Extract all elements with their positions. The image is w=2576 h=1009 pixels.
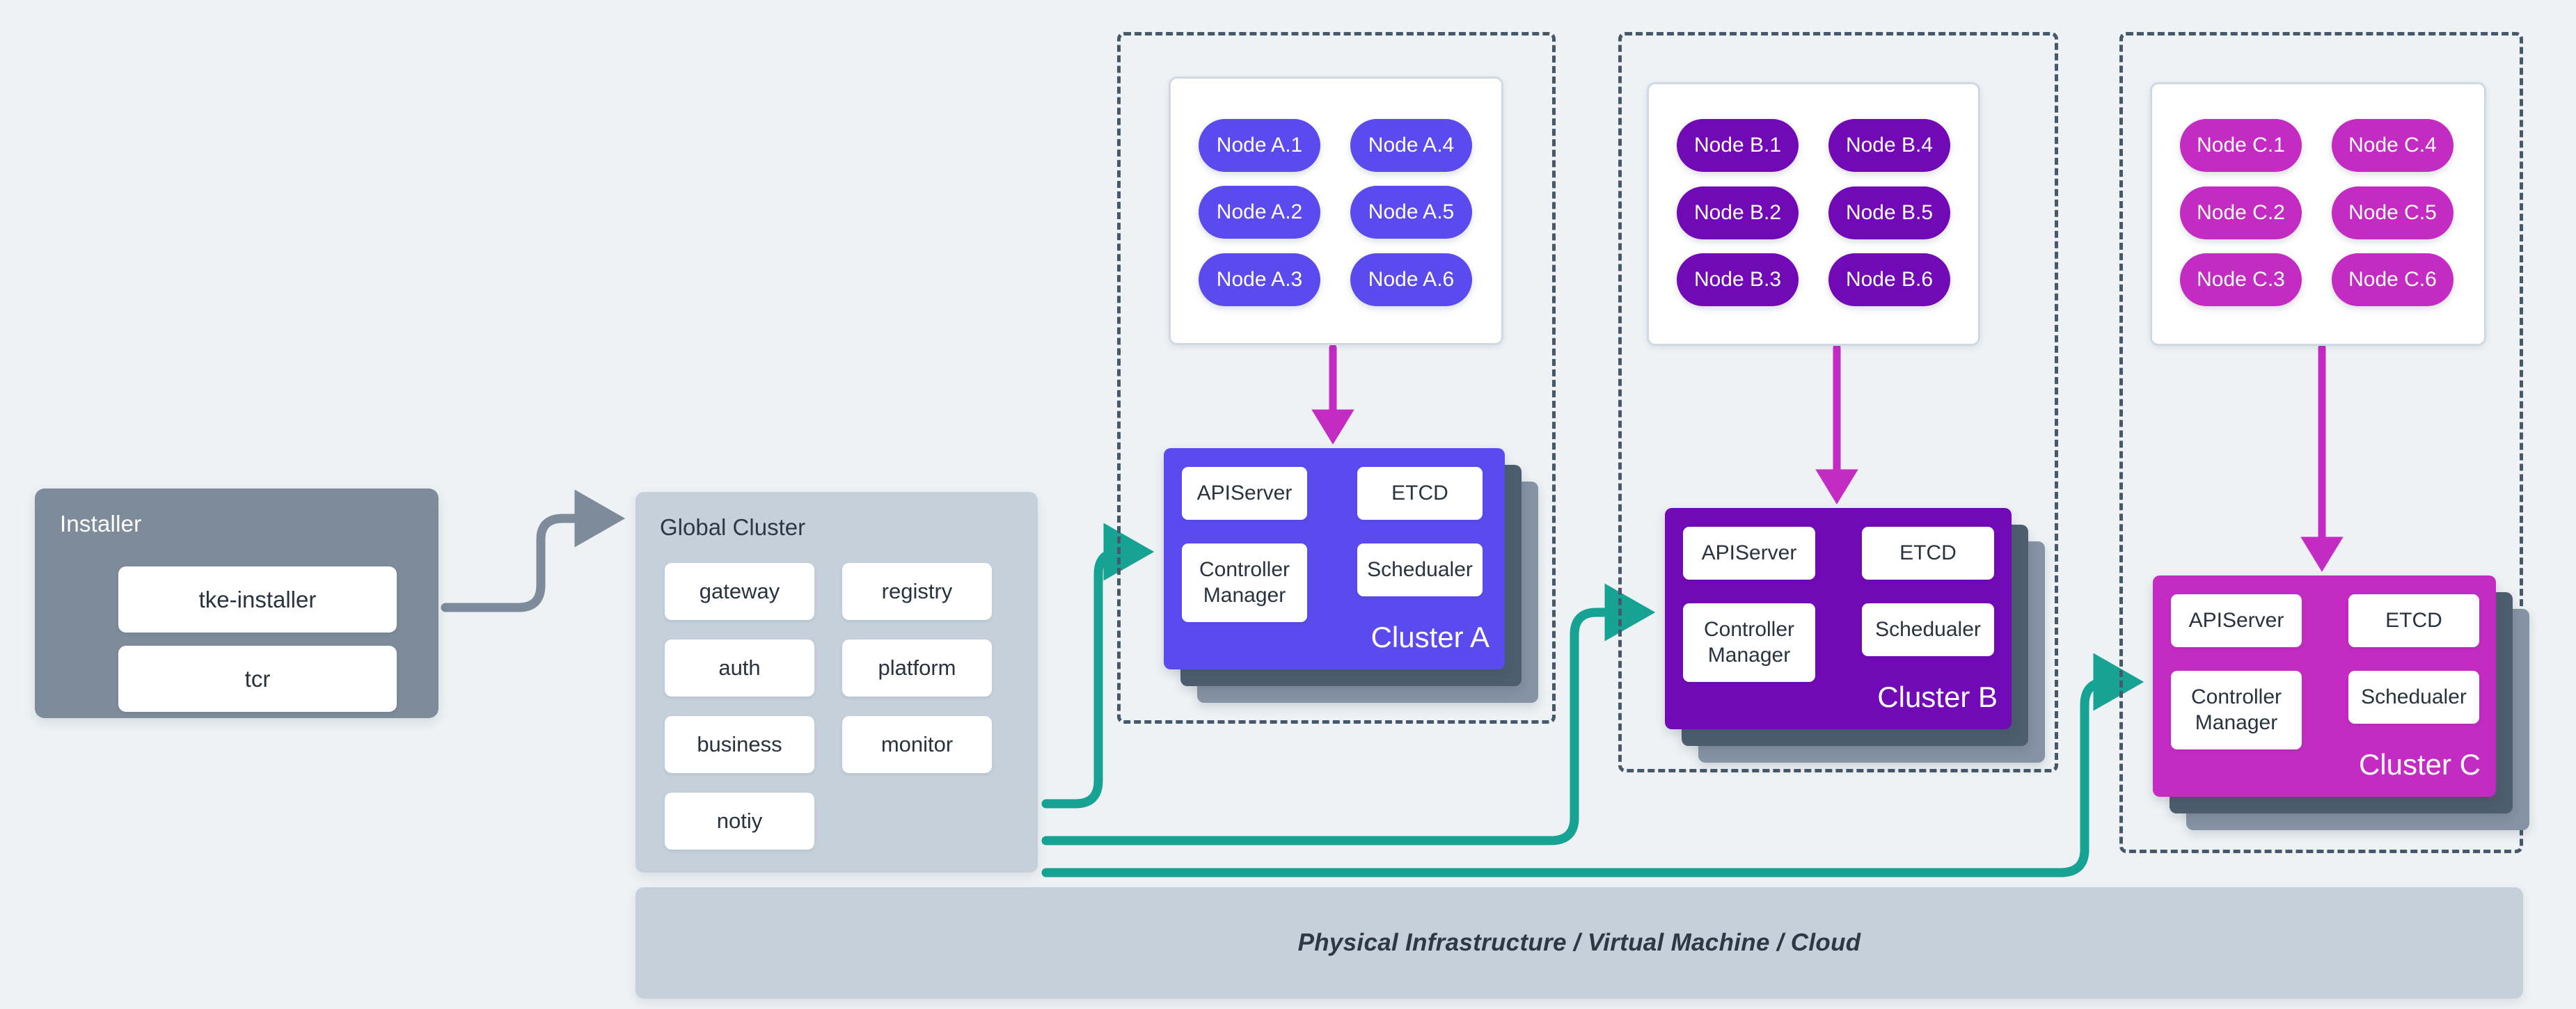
node-pill[interactable]: Node B.1 (1677, 119, 1799, 172)
controller-manager-line1: Controller (2190, 685, 2282, 708)
global-cluster-panel: Global Cluster gateway auth business not… (635, 492, 1038, 873)
node-pill[interactable]: Node A.3 (1199, 253, 1320, 306)
node-pill[interactable]: Node A.1 (1199, 119, 1320, 172)
controller-manager-line2: Manager (1203, 583, 1286, 607)
controller-manager-line2: Manager (2195, 710, 2278, 734)
installer-item-tcr[interactable]: tcr (118, 646, 397, 712)
scheduler-chip[interactable]: Schedualer (1862, 603, 1994, 656)
cluster-b-name: Cluster B (1877, 681, 1998, 713)
controller-manager-chip[interactable]: Controller Manager (1683, 603, 1815, 682)
node-pill[interactable]: Node B.3 (1677, 253, 1799, 306)
cluster-a-card: APIServer ETCD Controller Manager Schedu… (1164, 448, 1505, 669)
node-pill[interactable]: Node A.6 (1350, 253, 1472, 306)
node-pill[interactable]: Node C.1 (2180, 119, 2302, 172)
controller-manager-line1: Controller (1703, 617, 1795, 641)
controller-manager-chip[interactable]: Controller Manager (1182, 543, 1307, 622)
etcd-chip[interactable]: ETCD (1862, 527, 1994, 580)
cluster-c-card: APIServer ETCD Controller Manager Schedu… (2153, 575, 2496, 797)
controller-manager-chip[interactable]: Controller Manager (2171, 671, 2302, 749)
cluster-a-region (1117, 32, 1556, 724)
node-pill[interactable]: Node C.5 (2332, 186, 2453, 239)
node-pill[interactable]: Node B.5 (1828, 186, 1950, 239)
cluster-b-control-plane: APIServer ETCD Controller Manager Schedu… (1665, 508, 2045, 763)
cluster-c-region (2119, 32, 2523, 853)
cluster-c-name: Cluster C (2358, 748, 2481, 781)
apiserver-chip[interactable]: APIServer (1683, 527, 1815, 580)
scheduler-chip[interactable]: Schedualer (2348, 671, 2479, 724)
node-pill[interactable]: Node A.2 (1199, 186, 1320, 239)
connector-installer-to-global (441, 489, 626, 612)
node-pill[interactable]: Node B.2 (1677, 186, 1799, 239)
installer-title: Installer (60, 511, 142, 537)
etcd-chip[interactable]: ETCD (1357, 467, 1483, 520)
controller-manager-line1: Controller (1199, 557, 1290, 581)
global-cluster-title: Global Cluster (660, 514, 806, 540)
cluster-a-name: Cluster A (1370, 621, 1490, 653)
node-pill[interactable]: Node A.5 (1350, 186, 1472, 239)
etcd-chip[interactable]: ETCD (2348, 594, 2479, 647)
node-pill[interactable]: Node C.3 (2180, 253, 2302, 306)
cluster-a-node-card: Node A.1 Node A.2 Node A.3 Node A.4 Node… (1169, 77, 1503, 345)
infrastructure-bar: Physical Infrastructure / Virtual Machin… (635, 887, 2523, 999)
infrastructure-label: Physical Infrastructure / Virtual Machin… (1297, 929, 1861, 956)
apiserver-chip[interactable]: APIServer (2171, 594, 2302, 647)
cluster-a-control-plane: APIServer ETCD Controller Manager Schedu… (1164, 448, 1538, 703)
node-pill[interactable]: Node C.2 (2180, 186, 2302, 239)
global-component-monitor[interactable]: monitor (842, 716, 992, 773)
global-component-notiy[interactable]: notiy (665, 793, 814, 850)
node-pill[interactable]: Node C.4 (2332, 119, 2453, 172)
apiserver-chip[interactable]: APIServer (1182, 467, 1307, 520)
global-component-platform[interactable]: platform (842, 639, 992, 697)
global-component-auth[interactable]: auth (665, 639, 814, 697)
installer-item-tke-installer[interactable]: tke-installer (118, 566, 397, 633)
global-component-gateway[interactable]: gateway (665, 563, 814, 620)
global-component-business[interactable]: business (665, 716, 814, 773)
cluster-c-control-plane: APIServer ETCD Controller Manager Schedu… (2153, 575, 2529, 830)
controller-manager-line2: Manager (1707, 643, 1791, 667)
node-pill[interactable]: Node B.6 (1828, 253, 1950, 306)
node-pill[interactable]: Node B.4 (1828, 119, 1950, 172)
cluster-c-node-card: Node C.1 Node C.2 Node C.3 Node C.4 Node… (2150, 82, 2486, 346)
node-pill[interactable]: Node A.4 (1350, 119, 1472, 172)
global-component-registry[interactable]: registry (842, 563, 992, 620)
cluster-b-region (1618, 32, 2058, 772)
node-pill[interactable]: Node C.6 (2332, 253, 2453, 306)
cluster-b-card: APIServer ETCD Controller Manager Schedu… (1665, 508, 2012, 729)
scheduler-chip[interactable]: Schedualer (1357, 543, 1483, 596)
cluster-b-node-card: Node B.1 Node B.2 Node B.3 Node B.4 Node… (1647, 82, 1980, 346)
installer-panel: Installer tke-installer tcr (35, 488, 438, 718)
